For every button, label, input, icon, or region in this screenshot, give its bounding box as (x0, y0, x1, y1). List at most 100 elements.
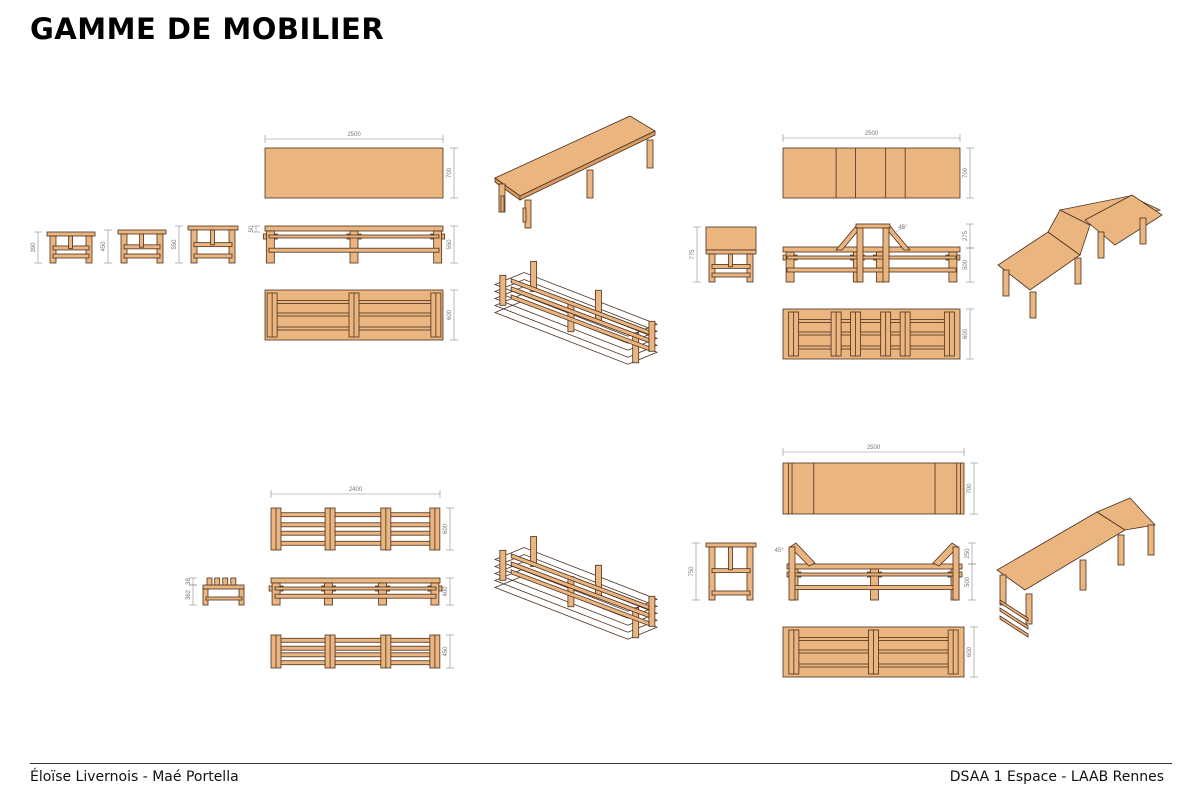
wood-piece (952, 546, 960, 601)
wood-piece (705, 226, 757, 251)
wood-piece (276, 645, 436, 651)
wood-piece (499, 549, 507, 581)
wood-piece (785, 251, 795, 283)
dimension-label: 500 (963, 259, 969, 270)
wood-piece (870, 568, 879, 601)
wood-piece (68, 235, 73, 249)
dimension-label: 50 (249, 225, 255, 232)
wood-piece (438, 585, 443, 592)
wood-piece (1139, 217, 1147, 245)
wood-piece (1097, 231, 1105, 259)
dimension-label: 45° (774, 548, 784, 554)
wood-piece (956, 254, 961, 261)
wood-piece (999, 615, 1029, 638)
dimension-label: 450 (101, 241, 107, 252)
wood-piece (276, 530, 436, 536)
wood-piece (270, 577, 441, 584)
wood-piece (705, 542, 757, 548)
wood-piece (708, 546, 716, 601)
dimension-label: 362 (186, 589, 192, 600)
wood-piece (265, 230, 275, 264)
dimension-label: 2500 (865, 131, 879, 137)
wood-piece (788, 546, 796, 601)
wood-piece (441, 233, 446, 240)
wood-piece (205, 596, 243, 601)
wood-piece (264, 225, 444, 232)
dimension-label: 775 (690, 249, 696, 260)
wood-piece (786, 255, 957, 260)
wood-piece (728, 253, 733, 268)
wood-piece (999, 599, 1029, 622)
dimension-label: 400 (443, 586, 449, 597)
wood-piece (782, 254, 787, 261)
wood-piece (230, 577, 237, 586)
wood-piece (268, 247, 440, 253)
wood-piece (788, 319, 955, 323)
wood-piece (1079, 559, 1087, 591)
page-title: GAMME DE MOBILIER (30, 12, 385, 46)
wood-piece (586, 169, 594, 199)
dimension-label: 45° (898, 225, 908, 231)
wood-piece (711, 272, 751, 278)
wood-piece (788, 345, 955, 350)
wood-piece (1025, 593, 1033, 625)
wood-piece (1074, 257, 1082, 285)
footer-program: DSAA 1 Espace - LAAB Rennes (949, 769, 1164, 785)
wood-piece (632, 332, 640, 364)
footer-divider (30, 763, 1172, 764)
wood-piece (510, 553, 650, 611)
dimension-label: 2500 (867, 445, 881, 451)
wood-piece (46, 231, 96, 237)
dimension-label: 2500 (347, 132, 361, 138)
wood-piece (202, 584, 245, 590)
wood-piece (493, 300, 659, 365)
wood-piece (958, 571, 963, 578)
dimension-label: 700 (447, 167, 453, 178)
wood-piece (193, 253, 233, 259)
wood-piece (123, 253, 161, 259)
wood-piece (1096, 497, 1156, 531)
wood-piece (996, 511, 1126, 591)
wood-piece (728, 546, 733, 571)
dimension-label: 600 (963, 328, 969, 339)
footer-authors: Éloïse Livernois - Maé Portella (30, 769, 239, 785)
wood-piece (856, 227, 864, 283)
wood-piece (139, 233, 145, 248)
wood-piece (494, 115, 656, 197)
wood-piece (264, 147, 444, 199)
wood-piece (786, 267, 957, 273)
wood-piece (276, 652, 436, 658)
dimension-label: 700 (963, 167, 969, 178)
wood-piece (276, 522, 436, 528)
wood-piece (493, 575, 659, 640)
wood-piece (632, 607, 640, 639)
wood-piece (500, 195, 505, 213)
wood-piece (276, 540, 436, 546)
wood-piece (1002, 269, 1010, 297)
wood-piece (782, 147, 961, 199)
wood-piece (788, 331, 955, 336)
wood-piece (1117, 534, 1125, 566)
wood-piece (274, 586, 437, 591)
dimension-label: 38 (186, 578, 192, 585)
dimension-label: 600 (967, 646, 973, 657)
wood-piece (52, 253, 90, 259)
dimension-label: 600 (443, 523, 449, 534)
wood-piece (510, 286, 650, 344)
wood-piece (510, 278, 650, 336)
wood-piece (782, 462, 965, 515)
wood-piece (510, 294, 650, 352)
wood-piece (499, 274, 507, 306)
wood-piece (999, 607, 1029, 630)
wood-piece (493, 272, 659, 337)
wood-piece (210, 229, 215, 246)
wood-piece (349, 230, 359, 264)
wood-piece (948, 251, 958, 283)
wood-piece (790, 572, 959, 577)
wood-piece (932, 542, 959, 567)
dimension-label: 600 (447, 309, 453, 320)
